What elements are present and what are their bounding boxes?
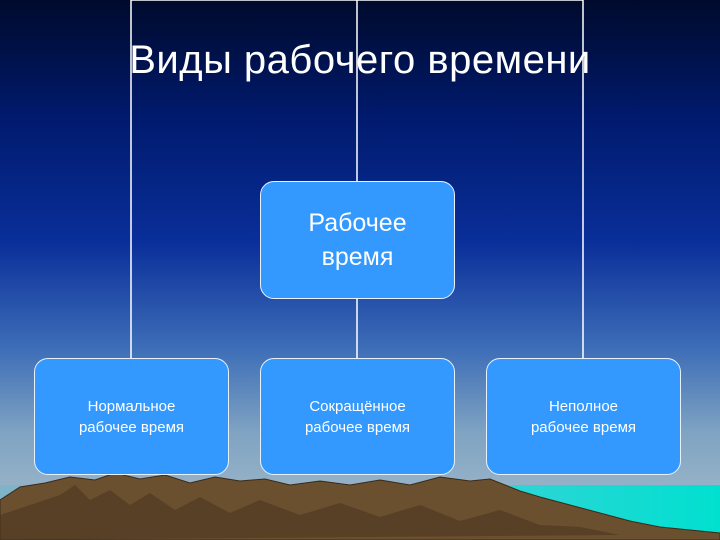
child-node-label: Неполное рабочее время bbox=[530, 397, 637, 436]
slide-title: Виды рабочего времени bbox=[129, 38, 591, 82]
root-node-label: Рабочее время bbox=[308, 209, 407, 271]
child-node-label: Сокращённое рабочее время bbox=[304, 397, 411, 436]
root-node-working-time: Рабочее время bbox=[260, 181, 455, 299]
child-node-label: Нормальное рабочее время bbox=[78, 397, 185, 436]
child-node-part-time-working-time: Неполное рабочее время bbox=[486, 358, 681, 475]
child-node-normal-working-time: Нормальное рабочее время bbox=[34, 358, 229, 475]
mountain-landscape bbox=[0, 472, 720, 540]
child-node-reduced-working-time: Сокращённое рабочее время bbox=[260, 358, 455, 475]
